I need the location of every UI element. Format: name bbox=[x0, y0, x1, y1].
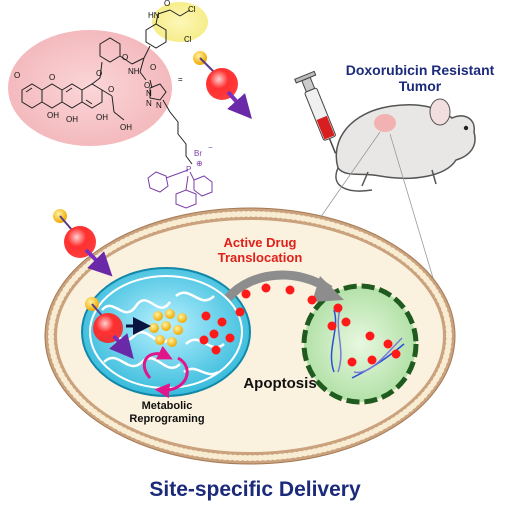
dna-helix-2 bbox=[351, 337, 405, 379]
atom-oh-4: OH bbox=[120, 123, 132, 132]
apoptosis-label: Apoptosis bbox=[243, 375, 317, 392]
metabolite-cluster bbox=[149, 309, 187, 347]
dox-dot bbox=[383, 339, 393, 349]
metabolite bbox=[165, 309, 175, 319]
atom-o-ketone-1: O bbox=[49, 73, 55, 82]
mouse-illustration bbox=[335, 98, 476, 192]
site-specific-delivery-title: Site-specific Delivery bbox=[149, 478, 361, 501]
dox-dot bbox=[211, 345, 221, 355]
atom-o-carbamate-2: O bbox=[150, 63, 156, 72]
cycle-arrow-2 bbox=[154, 356, 189, 399]
metabolite bbox=[173, 325, 183, 335]
nucleus bbox=[301, 283, 419, 405]
metabolite bbox=[161, 321, 171, 331]
atom-o-glycoside: O bbox=[96, 69, 102, 78]
nuclear-envelope bbox=[301, 283, 419, 405]
dox-dot bbox=[199, 335, 209, 345]
linker-stick bbox=[59, 215, 73, 231]
prodrug-entering bbox=[53, 209, 113, 277]
active-translocation-label: Active Drug Translocation bbox=[195, 235, 325, 266]
tumor-label-line1: Doxorubicin Resistant bbox=[345, 62, 495, 78]
dox-dot bbox=[307, 295, 317, 305]
atom-oh-1: OH bbox=[47, 111, 59, 120]
metabolic-reprograming-label: Metabolic Reprograming bbox=[112, 400, 222, 425]
atom-cl-2: Cl bbox=[184, 35, 192, 44]
metabolite bbox=[167, 337, 177, 347]
metabolic-label-line2: Reprograming bbox=[129, 412, 205, 425]
metabolite bbox=[149, 323, 159, 333]
zoom-line-right bbox=[389, 133, 437, 289]
atom-n-3: N bbox=[156, 101, 162, 110]
dox-dot bbox=[217, 317, 227, 327]
translocation-arrowhead bbox=[312, 276, 344, 302]
atom-oh-2: OH bbox=[66, 115, 78, 124]
charge-plus: ⊕ bbox=[196, 159, 203, 168]
metabolite bbox=[153, 311, 163, 321]
dox-dot bbox=[209, 329, 219, 339]
nucleus-body bbox=[304, 286, 416, 402]
mouse-eye bbox=[463, 125, 469, 131]
atom-n-1: N bbox=[146, 89, 152, 98]
charge-minus: − bbox=[208, 143, 213, 152]
tpp-arrow bbox=[84, 248, 113, 277]
atom-oh-3: OH bbox=[96, 113, 108, 122]
atom-labels: O O OH OH OH OH O O O NH O O N N N Cl Cl… bbox=[14, 0, 213, 174]
dox-dot bbox=[241, 289, 251, 299]
equals-sign: = bbox=[178, 75, 183, 84]
active-label-line1: Active Drug bbox=[223, 235, 297, 250]
tumor-label: Doxorubicin Resistant Tumor bbox=[325, 62, 510, 94]
mitochondrion bbox=[81, 267, 251, 397]
atom-o-methoxy: O bbox=[14, 71, 20, 80]
prodrug-structure: O O OH OH OH OH O O O NH O O N N N Cl Cl… bbox=[8, 0, 213, 209]
metabolite bbox=[155, 335, 165, 345]
atom-o-ring: O bbox=[122, 53, 128, 62]
dox-dot bbox=[201, 311, 211, 321]
dox-dot bbox=[327, 321, 337, 331]
atom-p: P bbox=[186, 165, 191, 174]
dox-dot bbox=[333, 303, 343, 313]
dox-dot bbox=[347, 357, 357, 367]
cycle-arrow-1 bbox=[142, 345, 173, 379]
dox-dot bbox=[285, 285, 295, 295]
dox-dot bbox=[341, 317, 351, 327]
dox-dot bbox=[367, 355, 377, 365]
prodrug-in-mito bbox=[85, 297, 134, 360]
mouse-tail bbox=[335, 167, 373, 192]
metabolic-label-line1: Metabolic bbox=[141, 400, 193, 412]
dox-dot bbox=[235, 307, 245, 317]
mouse-leg-2 bbox=[431, 169, 437, 185]
cell-membrane-dots bbox=[48, 211, 452, 461]
dichloroacetate-highlight bbox=[152, 2, 208, 42]
atom-nh: NH bbox=[128, 67, 140, 76]
dna-helix-1 bbox=[330, 309, 342, 373]
doxorubicin-highlight bbox=[8, 30, 172, 146]
mouse-leg-1 bbox=[361, 171, 369, 187]
atom-n-2: N bbox=[146, 99, 152, 108]
tpp-arrow bbox=[226, 90, 252, 119]
atom-cl-1: Cl bbox=[188, 5, 196, 14]
tumor-spot bbox=[374, 114, 396, 132]
anthracycline-rings bbox=[21, 9, 193, 165]
atom-o-carbamate-1: O bbox=[144, 81, 150, 90]
atom-hn: HN bbox=[148, 11, 160, 20]
tpp-phenyls bbox=[147, 169, 213, 209]
zoom-line-left bbox=[319, 131, 381, 219]
active-label-line2: Translocation bbox=[217, 249, 303, 265]
dox-dot bbox=[225, 333, 235, 343]
prodrug-symbol bbox=[193, 51, 252, 119]
atom-br: Br bbox=[194, 149, 202, 158]
dox-dots bbox=[199, 283, 401, 367]
dox-dot bbox=[391, 349, 401, 359]
syringe-icon bbox=[294, 70, 337, 154]
metabolite bbox=[177, 313, 187, 323]
dox-dot bbox=[365, 331, 375, 341]
dox-dot bbox=[261, 283, 271, 293]
mouse-ear bbox=[429, 98, 451, 126]
metabolic-cycle bbox=[142, 345, 189, 399]
atom-o-ketone-2: O bbox=[108, 85, 114, 94]
atom-o-amide: O bbox=[164, 0, 170, 8]
tumor-label-line2: Tumor bbox=[398, 78, 442, 95]
tpp-arrow bbox=[109, 333, 134, 360]
